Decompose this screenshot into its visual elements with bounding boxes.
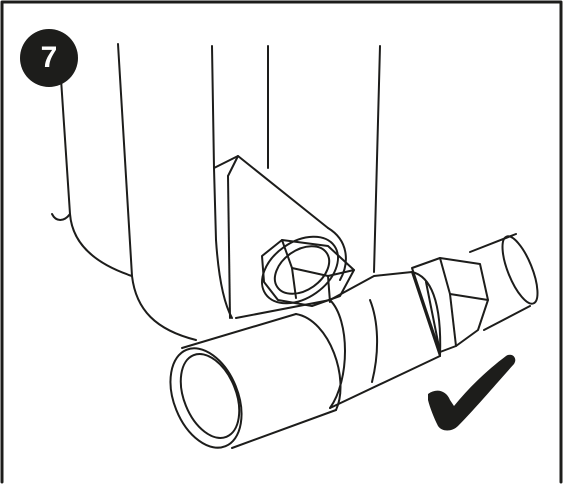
step-number: 7	[40, 41, 58, 74]
compression-nut	[411, 257, 489, 353]
radiator-body	[51, 43, 381, 341]
step-number-badge: 7	[20, 29, 78, 87]
tail-nut	[261, 239, 355, 307]
valve-body	[235, 271, 442, 409]
radiator-tail	[213, 155, 347, 319]
checkmark-icon	[428, 354, 516, 431]
pipe	[469, 233, 539, 331]
valve-cap	[169, 313, 342, 449]
